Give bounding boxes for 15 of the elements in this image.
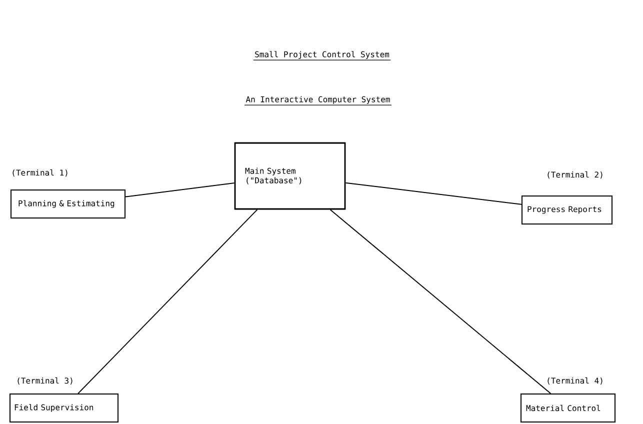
terminal-label: (Terminal 1) — [12, 169, 68, 177]
title: Small Project Control System — [253, 51, 391, 60]
connector-line — [78, 209, 258, 394]
terminal-label: (Terminal 3) — [18, 377, 72, 385]
terminal-label: (Terminal 2) — [548, 171, 602, 179]
connector-line — [345, 182, 522, 205]
terminal-label: (Terminal 4) — [548, 377, 602, 385]
system-box: Main System ("Database") — [234, 142, 346, 210]
connector-line — [125, 182, 235, 198]
subtitle: An Interactive Computer System — [244, 96, 392, 106]
connector-line — [330, 209, 552, 394]
system-box: Material Control — [520, 394, 616, 422]
system-box: Planning & Estimating — [10, 190, 126, 218]
system-box: Field Supervision — [10, 394, 118, 422]
system-box: Progress Reports — [522, 196, 612, 224]
